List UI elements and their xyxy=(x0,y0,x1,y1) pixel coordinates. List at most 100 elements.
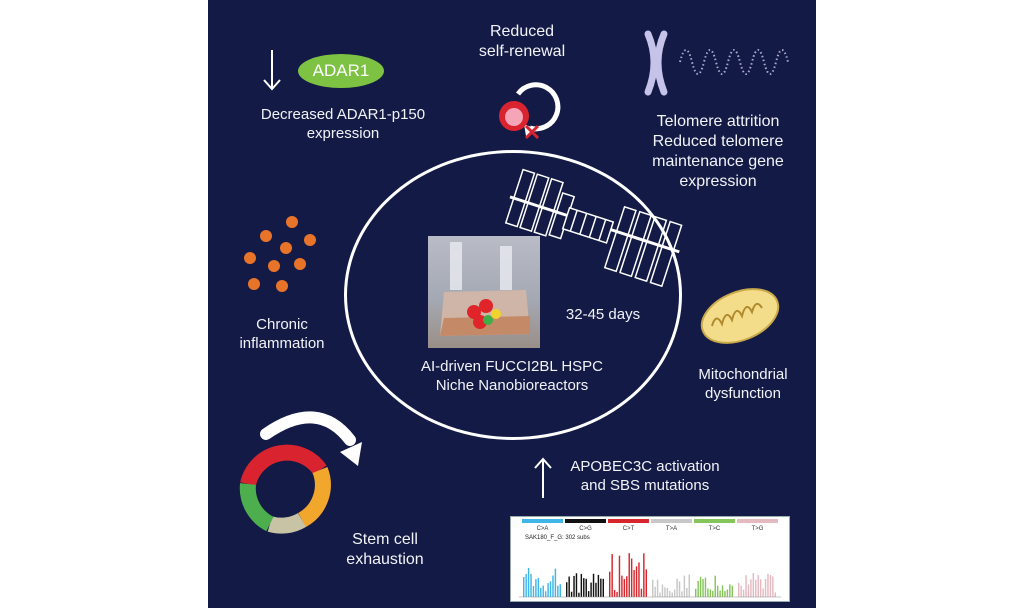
signature-bar xyxy=(712,590,714,597)
adar-caption-line1: Decreased ADAR1-p150 xyxy=(260,106,426,123)
nanobioreactor-line1: AI-driven FUCCI2BL HSPC xyxy=(421,358,603,375)
signature-category-band xyxy=(522,519,563,523)
signature-bar xyxy=(590,582,592,597)
signature-bar xyxy=(702,578,704,597)
signature-category-label: T>G xyxy=(752,526,764,532)
signature-bar xyxy=(724,591,726,597)
signature-bar xyxy=(704,577,707,597)
signature-bar xyxy=(532,586,535,597)
signature-bar xyxy=(654,586,656,597)
cell-cycle-wheel-icon xyxy=(239,411,362,534)
signature-bar xyxy=(535,579,537,597)
signature-bar xyxy=(630,558,633,597)
signature-bar xyxy=(587,591,590,597)
inflammation-line2: inflammation xyxy=(239,334,325,352)
apobec-line2: and SBS mutations xyxy=(580,476,710,494)
signature-bar xyxy=(740,585,742,597)
chromosome-icon xyxy=(644,30,789,96)
stem-line2: exhaustion xyxy=(346,551,424,568)
signature-bar xyxy=(557,585,559,597)
signature-bar xyxy=(549,581,552,597)
signature-bar xyxy=(750,579,752,597)
signature-bar xyxy=(762,588,764,597)
signature-bar xyxy=(595,582,597,597)
signature-bar xyxy=(719,590,721,597)
nanobioreactor-oval xyxy=(344,150,682,440)
signature-bar xyxy=(643,553,645,597)
signature-bar xyxy=(656,579,659,597)
mitochondrion-icon xyxy=(700,288,780,344)
signature-bar xyxy=(618,555,621,597)
inflammation-line1: Chronic xyxy=(256,316,308,333)
signature-bar xyxy=(628,553,630,597)
signature-category-label: C>A xyxy=(537,526,549,532)
signature-bar xyxy=(547,583,549,597)
signature-bar xyxy=(652,579,654,597)
signature-bar xyxy=(616,591,618,597)
signature-bar xyxy=(757,575,759,597)
inflammation-dots-icon xyxy=(244,216,316,292)
signature-category-band xyxy=(608,519,649,523)
signature-bar xyxy=(772,576,774,597)
telomere-caption: Telomere attrition Reduced telomere main… xyxy=(628,112,808,192)
signature-bar xyxy=(640,588,643,597)
mito-caption: Mitochondrial dysfunction xyxy=(678,366,808,404)
signature-bar xyxy=(527,567,530,597)
graphical-abstract-panel: ADAR1 Decreased ADAR1-p150 expression Re… xyxy=(208,0,816,608)
self-renewal-cell-icon xyxy=(499,82,561,140)
stem-caption: Stem cell exhaustion xyxy=(330,530,440,570)
signature-bar xyxy=(738,582,740,597)
nanobioreactor-caption: AI-driven FUCCI2BL HSPC Niche Nanobiorea… xyxy=(384,358,640,396)
signature-bar xyxy=(774,592,776,597)
up-arrow-icon xyxy=(534,457,552,498)
signature-bar xyxy=(611,554,613,597)
signature-category-band xyxy=(694,519,735,523)
self-renewal-line2: self-renewal xyxy=(478,43,566,60)
apobec-line1: APOBEC3C activation xyxy=(570,458,720,475)
signature-bar xyxy=(759,579,762,597)
nanobioreactor-photo xyxy=(428,236,540,348)
apobec-caption: APOBEC3C activation and SBS mutations xyxy=(560,458,730,496)
bioreactor-flask-icon xyxy=(440,242,530,336)
signature-bar xyxy=(681,591,683,597)
signature-bar xyxy=(755,579,757,597)
signature-bar xyxy=(552,575,554,597)
adar1-badge: ADAR1 xyxy=(298,54,384,88)
signature-bar xyxy=(697,580,699,597)
signature-sample-label: SAK180_F_G: 302 subs xyxy=(525,535,590,541)
signature-bar xyxy=(544,591,547,597)
signature-bar xyxy=(540,587,542,597)
signature-bar xyxy=(597,574,600,597)
signature-bar xyxy=(583,578,585,597)
signature-bar xyxy=(747,584,750,597)
signature-bar xyxy=(745,575,747,597)
signature-bar xyxy=(621,575,623,597)
signature-category-band xyxy=(737,519,778,523)
signature-bar xyxy=(570,591,573,597)
signature-bar xyxy=(683,575,686,597)
signature-bar xyxy=(559,584,561,597)
signature-bar xyxy=(623,579,626,597)
duration-label: 32-45 days xyxy=(565,306,641,323)
adar-caption-line2: expression xyxy=(306,124,380,142)
signature-category-band xyxy=(565,519,606,523)
signature-bar xyxy=(729,584,731,597)
signature-bar xyxy=(767,573,769,597)
adar-caption: Decreased ADAR1-p150 expression xyxy=(238,106,448,144)
mito-line2: dysfunction xyxy=(705,384,781,402)
signature-bar xyxy=(699,576,702,597)
self-renewal-line1: Reduced xyxy=(489,23,555,40)
signature-bar xyxy=(638,562,640,597)
signature-bar xyxy=(709,589,712,597)
signature-bar xyxy=(645,569,647,597)
signature-bar xyxy=(707,588,709,597)
signature-bar xyxy=(673,589,676,597)
signature-category-band xyxy=(651,519,692,523)
signature-bar xyxy=(542,585,544,597)
telomere-line1: Telomere attrition xyxy=(656,113,780,130)
signature-bar xyxy=(530,573,532,597)
signature-category-label: T>C xyxy=(709,526,721,532)
signature-category-label: T>A xyxy=(666,526,677,532)
